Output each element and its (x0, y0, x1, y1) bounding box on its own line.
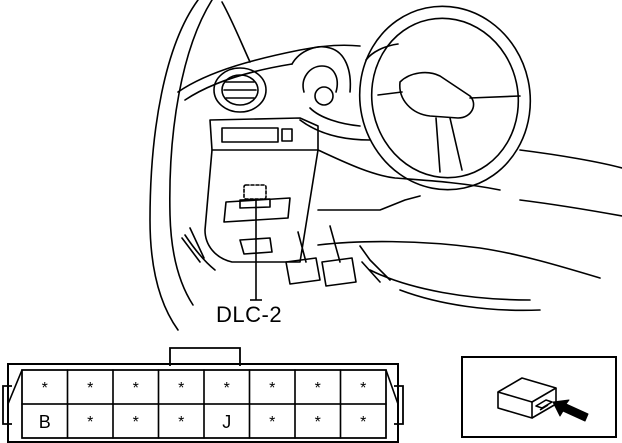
pin-label: * (87, 414, 93, 431)
pin-label: J (222, 412, 231, 432)
floor-contour (317, 240, 601, 279)
connector-view-box (461, 356, 617, 438)
pin-label: B (39, 412, 51, 432)
view-box-frame (461, 356, 617, 438)
windshield-edge (221, 1, 251, 63)
pin-label: * (360, 414, 366, 431)
dashboard-top (177, 44, 361, 93)
air-vent (213, 67, 267, 113)
pin-label: * (133, 414, 139, 431)
instrument-gauge (302, 65, 338, 93)
footwell-sweep (369, 269, 541, 312)
instrument-hood (291, 46, 352, 93)
switch-panel-button (281, 128, 293, 142)
switch-panel (221, 127, 279, 143)
knee-panel (317, 149, 501, 191)
pin-label: * (224, 380, 230, 397)
connector-pin-grid: * * * * * * * * B * * * J * * * (7, 369, 399, 439)
callout: DLC-2 (216, 199, 282, 327)
brake-pedal (321, 225, 357, 287)
pin-label: * (315, 414, 321, 431)
column-shroud (299, 107, 371, 141)
insert-arrow-icon (552, 399, 589, 422)
a-pillar (149, 0, 199, 331)
lower-dash-edge (181, 227, 205, 263)
knee-panel-lower (317, 195, 421, 211)
connector-latch (169, 347, 241, 366)
connector-3d-icon (497, 377, 557, 419)
dlc2-socket (223, 197, 291, 223)
connector-key-edges (7, 369, 399, 405)
pin-label: * (133, 380, 139, 397)
dashboard-illustration (149, 0, 622, 331)
a-pillar-inner (169, 0, 213, 306)
pin-label: * (42, 380, 48, 397)
dlc2-socket-inner (239, 198, 271, 209)
pin-label: * (360, 380, 366, 397)
dash-right-contour (519, 149, 622, 217)
pin-label: * (178, 414, 184, 431)
dlc2-label: DLC-2 (216, 302, 282, 327)
accelerator-pedal (359, 245, 391, 283)
clutch-pedal (285, 231, 321, 285)
pin-label: * (269, 414, 275, 431)
pin-label: * (315, 380, 321, 397)
pin-cell (339, 403, 387, 439)
dlc2-location-outline (243, 184, 267, 200)
connector-pinout: * * * * * * * * B * * * J * * * (2, 347, 404, 443)
connector-body (7, 363, 399, 443)
steering-wheel (358, 5, 532, 191)
pin-label: * (87, 380, 93, 397)
center-console-top (209, 117, 319, 151)
lower-dash-panel (204, 149, 319, 263)
pin-label: * (269, 380, 275, 397)
kick-panel (184, 234, 216, 271)
hood-release (239, 237, 273, 255)
dashboard-upper-ledge (184, 63, 293, 101)
ignition-knob (314, 86, 334, 106)
pin-label: * (178, 380, 184, 397)
